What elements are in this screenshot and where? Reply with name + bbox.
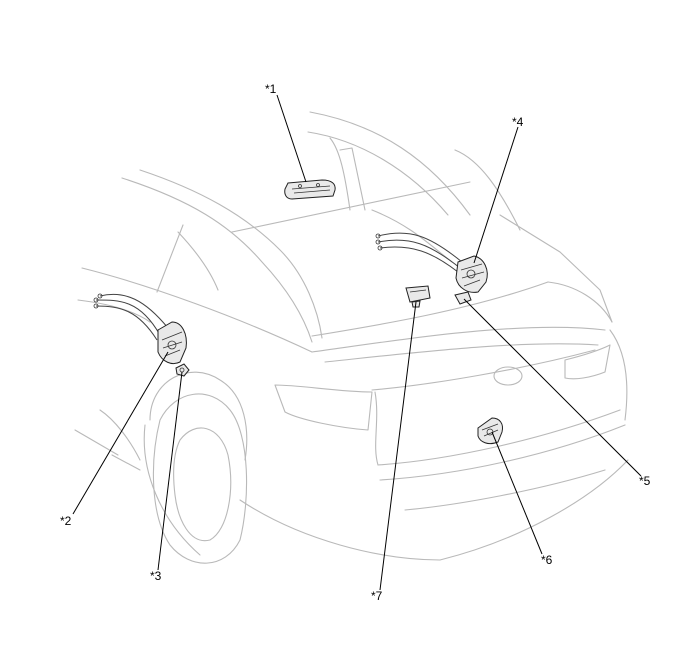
callout-label-4: *4 <box>512 115 524 129</box>
part-7-component <box>405 285 431 308</box>
callout-label-1: *1 <box>265 82 277 96</box>
callout-label-6: *6 <box>541 553 553 567</box>
part-6-component <box>477 417 503 445</box>
part-3-component <box>175 363 190 377</box>
callout-labels: *1 *2 *3 *4 *5 *6 *7 <box>60 82 651 603</box>
callout-label-5: *5 <box>639 474 651 488</box>
leader-line-2 <box>72 351 169 515</box>
leader-line-1 <box>276 94 307 183</box>
leader-line-3 <box>157 371 183 571</box>
leader-line-7 <box>379 301 417 591</box>
leader-line-6 <box>491 431 543 555</box>
callout-label-3: *3 <box>150 569 162 583</box>
callout-label-7: *7 <box>371 589 383 603</box>
part-1-component <box>284 179 336 200</box>
part-5-component <box>454 291 472 305</box>
leader-line-5 <box>463 298 642 477</box>
leader-line-4 <box>473 126 519 264</box>
part-2-component <box>93 293 187 365</box>
leader-lines <box>72 94 642 591</box>
part-4-component <box>375 232 488 293</box>
callout-label-2: *2 <box>60 514 72 528</box>
